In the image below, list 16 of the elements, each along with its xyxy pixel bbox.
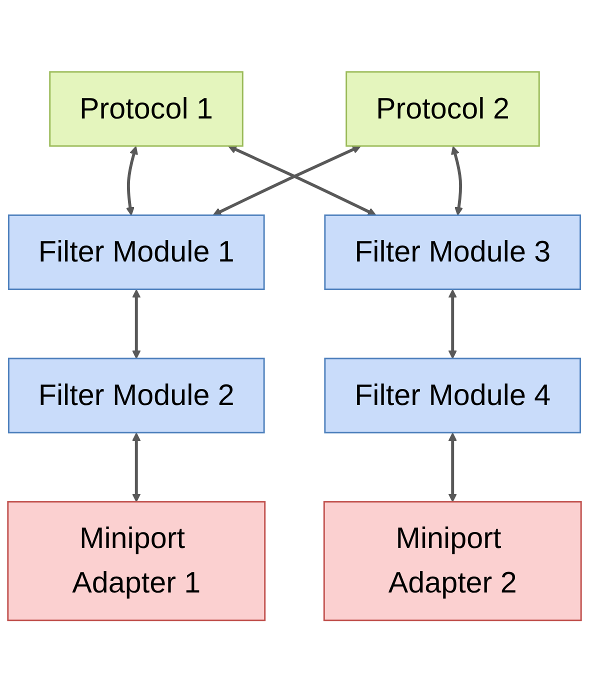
arrow (132, 432, 141, 503)
arrow (212, 146, 361, 216)
node-box: Filter Module 2 (8, 358, 265, 434)
node-box: Miniport Adapter 2 (323, 501, 582, 622)
arrow (448, 290, 457, 360)
node-box: Miniport Adapter 1 (7, 501, 266, 622)
node-box: Protocol 2 (346, 72, 540, 148)
arrow (132, 290, 141, 360)
node-box: Protocol 1 (49, 72, 244, 148)
arrow (448, 432, 457, 503)
arrow (228, 146, 376, 216)
node-box: Filter Module 3 (324, 214, 582, 290)
node-box: Filter Module 1 (8, 214, 265, 290)
arrow (450, 146, 464, 216)
arrow (126, 146, 138, 216)
node-box: Filter Module 4 (324, 358, 582, 434)
